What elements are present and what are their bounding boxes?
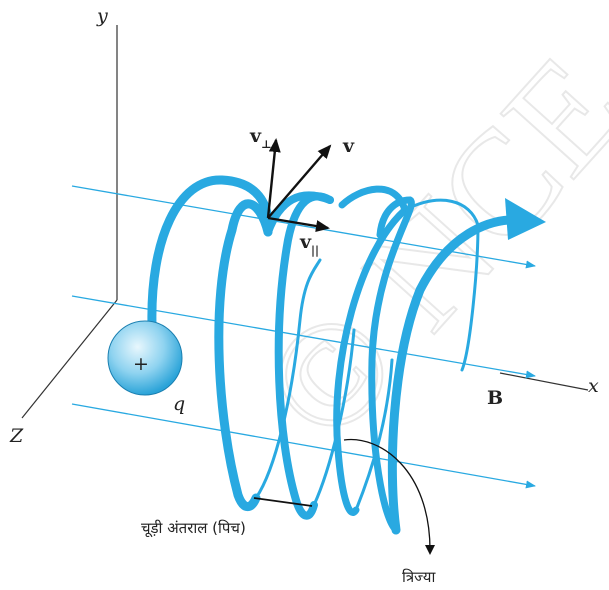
charge-label: q <box>173 393 185 415</box>
charge-particle: + q <box>107 320 185 415</box>
z-axis-label: Z <box>9 425 24 447</box>
helix-loop-2-top <box>264 191 334 236</box>
pitch-marker-line <box>253 497 313 507</box>
coordinate-axes <box>21 25 589 419</box>
helix-loop-1-front <box>214 199 273 512</box>
y-axis-label: y <box>96 5 108 27</box>
v-parallel-vector <box>267 216 330 232</box>
charge-sign-label: + <box>133 353 149 375</box>
v-perp-label-base: v <box>249 125 262 147</box>
v-vector <box>267 144 332 219</box>
helix-loop-2-front <box>274 192 334 520</box>
helix-arrowhead-icon <box>505 198 546 240</box>
field-line-top <box>71 185 536 269</box>
x-axis-label: x <box>588 375 599 397</box>
velocity-label: v <box>342 135 355 157</box>
v-par-label: v || <box>299 231 319 257</box>
helix-loop-3-front <box>333 185 410 516</box>
v-par-label-sub: || <box>311 244 319 257</box>
pitch-label: चूड़ी अंतराल (पिच) <box>141 519 246 538</box>
velocity-vectors <box>266 138 332 232</box>
helix-start-segment <box>147 175 273 330</box>
v-perp-vector <box>266 138 281 219</box>
x-axis-line <box>499 372 589 391</box>
helix-loop-4-front <box>368 196 415 534</box>
radius-callout-arrow <box>343 438 435 555</box>
field-line-bottom <box>71 403 536 489</box>
helix-loop-3-back <box>354 358 394 512</box>
charge-sphere <box>107 320 183 396</box>
helix-path <box>147 175 525 535</box>
v-par-label-base: v <box>299 231 312 253</box>
z-axis-line <box>21 299 118 419</box>
v-perp-label-sub: ⊥ <box>261 138 272 151</box>
helix-exit-arc <box>387 215 525 535</box>
field-label: B <box>487 387 503 409</box>
helix-loop-1-back <box>254 258 322 500</box>
radius-label: त्रिज्या <box>402 568 436 586</box>
v-perp-label: v ⊥ <box>249 125 272 151</box>
